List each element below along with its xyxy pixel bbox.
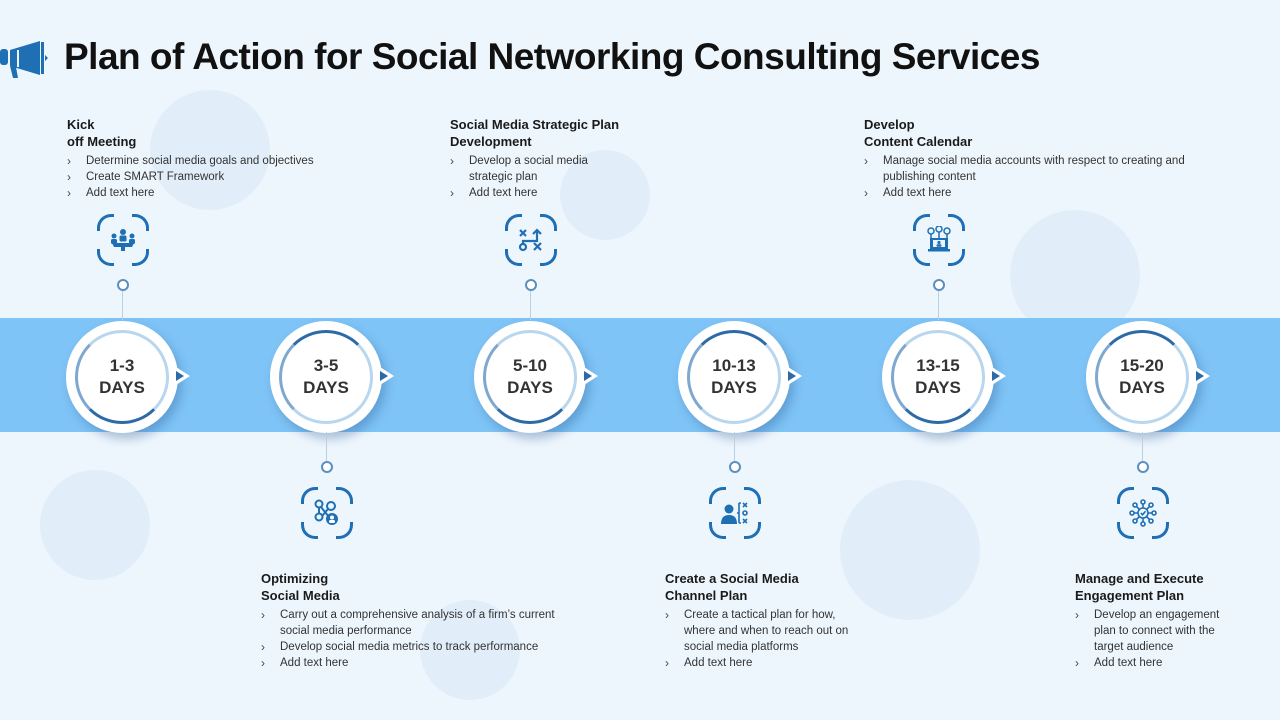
step-title: Create a Social Media — [665, 571, 799, 586]
icon-frame-6 — [1117, 487, 1169, 539]
step-strategic-plan: Social Media Strategic Plan Development … — [450, 116, 620, 201]
day-range: 1-3 — [109, 356, 135, 375]
connector-dot — [117, 279, 129, 291]
step-kickoff-meeting: Kick off Meeting Determine social media … — [67, 116, 357, 201]
timeline-node-5: 13-15 DAYS — [882, 321, 1006, 433]
bullet-item: Add text here — [261, 655, 566, 671]
step-title: Develop — [864, 117, 915, 132]
person-tactics-icon — [721, 502, 748, 524]
step-title: Social Media Strategic Plan — [450, 117, 620, 132]
day-unit: DAYS — [915, 378, 961, 397]
strategy-play-icon — [518, 228, 542, 252]
day-range: 13-15 — [916, 356, 960, 375]
step-title: Channel Plan — [665, 588, 748, 603]
day-range: 10-13 — [712, 356, 756, 375]
step-title: off Meeting — [67, 134, 137, 149]
bullet-item: Create a tactical plan for how, where an… — [665, 607, 870, 655]
day-range: 3-5 — [313, 356, 339, 375]
laptop-users-icon — [927, 226, 951, 252]
background-decoration — [840, 480, 980, 620]
bullet-item: Develop an engagement plan to connect wi… — [1075, 607, 1235, 655]
day-unit: DAYS — [99, 378, 145, 397]
day-unit: DAYS — [303, 378, 349, 397]
day-unit: DAYS — [711, 378, 757, 397]
connector-line — [326, 432, 327, 462]
step-title: Manage and Execute — [1075, 571, 1204, 586]
connector-line — [122, 288, 123, 320]
step-title: Social Media — [261, 588, 340, 603]
icon-frame-4 — [709, 487, 761, 539]
header — [0, 38, 50, 82]
megaphone-icon — [0, 41, 48, 78]
bullet-item: Add text here — [665, 655, 870, 671]
day-unit: DAYS — [1119, 378, 1165, 397]
step-channel-plan: Create a Social Media Channel Plan Creat… — [665, 570, 870, 671]
timeline-node-3: 5-10 DAYS — [474, 321, 598, 433]
step-engagement-plan: Manage and Execute Engagement Plan Devel… — [1075, 570, 1235, 671]
icon-frame-3 — [505, 214, 557, 266]
connector-dot — [525, 279, 537, 291]
background-decoration — [40, 470, 150, 580]
bullet-item: Add text here — [450, 185, 620, 201]
bullet-item: Carry out a comprehensive analysis of a … — [261, 607, 566, 639]
timeline-node-6: 15-20 DAYS — [1086, 321, 1210, 433]
bullet-item: Manage social media accounts with respec… — [864, 153, 1194, 185]
icon-frame-2 — [301, 487, 353, 539]
timeline-node-2: 3-5 DAYS — [270, 321, 394, 433]
connector-dot — [729, 461, 741, 473]
timeline-node-4: 10-13 DAYS — [678, 321, 802, 433]
bullet-item: Develop social media metrics to track pe… — [261, 639, 566, 655]
bullet-item: Add text here — [864, 185, 1194, 201]
bullet-item: Add text here — [67, 185, 357, 201]
connector-dot — [1137, 461, 1149, 473]
bullet-item: Determine social media goals and objecti… — [67, 153, 357, 169]
connector-dot — [321, 461, 333, 473]
step-title: Engagement Plan — [1075, 588, 1185, 603]
day-unit: DAYS — [507, 378, 553, 397]
step-optimizing-social-media: Optimizing Social Media Carry out a comp… — [261, 570, 566, 671]
icon-frame-5 — [913, 214, 965, 266]
step-title: Optimizing — [261, 571, 329, 586]
page-title: Plan of Action for Social Networking Con… — [64, 36, 1040, 77]
bullet-item: Develop a social media strategic plan — [450, 153, 620, 185]
connector-line — [1142, 432, 1143, 462]
network-user-icon — [314, 499, 338, 525]
timeline-node-1: 1-3 DAYS — [66, 321, 190, 433]
day-range: 15-20 — [1120, 356, 1164, 375]
connector-line — [734, 432, 735, 462]
step-title: Kick — [67, 117, 95, 132]
meeting-table-icon — [111, 229, 135, 251]
icon-frame-1 — [97, 214, 149, 266]
connector-line — [938, 288, 939, 320]
step-title: Content Calendar — [864, 134, 973, 149]
bullet-item: Add text here — [1075, 655, 1235, 671]
bullet-item: Create SMART Framework — [67, 169, 357, 185]
day-range: 5-10 — [512, 356, 548, 375]
connector-line — [530, 288, 531, 320]
timeline-band — [0, 318, 1280, 432]
engagement-hub-icon — [1129, 499, 1157, 527]
step-content-calendar: Develop Content Calendar Manage social m… — [864, 116, 1194, 201]
step-title: Development — [450, 134, 532, 149]
connector-dot — [933, 279, 945, 291]
